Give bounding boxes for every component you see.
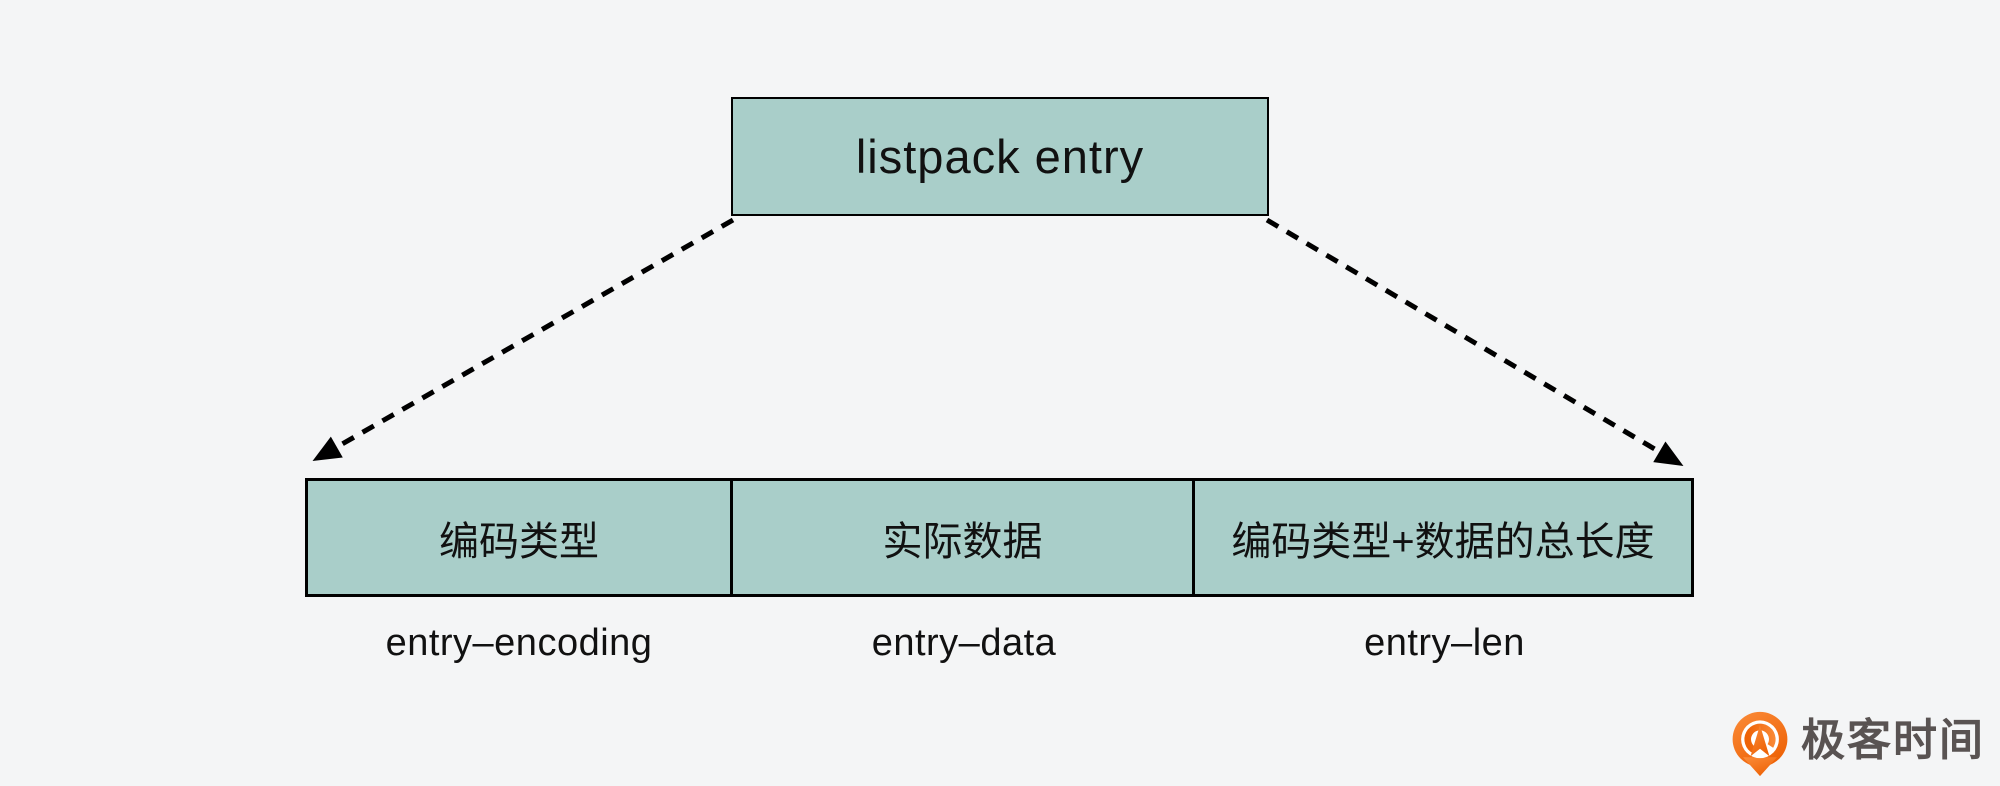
geektime-pin-icon: [1732, 711, 1788, 777]
cell-entry-encoding-label: 编码类型: [439, 519, 599, 564]
root-box-label: listpack entry: [855, 130, 1145, 183]
cell-entry-encoding: 编码类型: [308, 481, 733, 594]
cell-entry-len-label: 编码类型+数据的总长度: [1231, 519, 1655, 564]
sublabel-entry-encoding: entry–encoding: [385, 622, 653, 664]
cell-entry-data: 实际数据: [733, 481, 1195, 594]
sublabel-entry-data: entry–data: [871, 622, 1057, 664]
cell-entry-len: 编码类型+数据的总长度: [1195, 481, 1691, 594]
entry-structure-row: 编码类型 实际数据 编码类型+数据的总长度: [305, 478, 1694, 597]
sublabel-entry-len: entry–len: [1364, 622, 1525, 664]
arrow-to-entry-len: [1265, 217, 1684, 467]
geektime-logo: 极客时间: [1728, 710, 1985, 778]
geektime-logo-text: 极客时间: [1801, 716, 1985, 765]
root-box-listpack-entry: listpack entry: [731, 97, 1269, 216]
cell-entry-data-label: 实际数据: [882, 519, 1043, 564]
arrow-to-entry-encoding: [312, 217, 735, 462]
